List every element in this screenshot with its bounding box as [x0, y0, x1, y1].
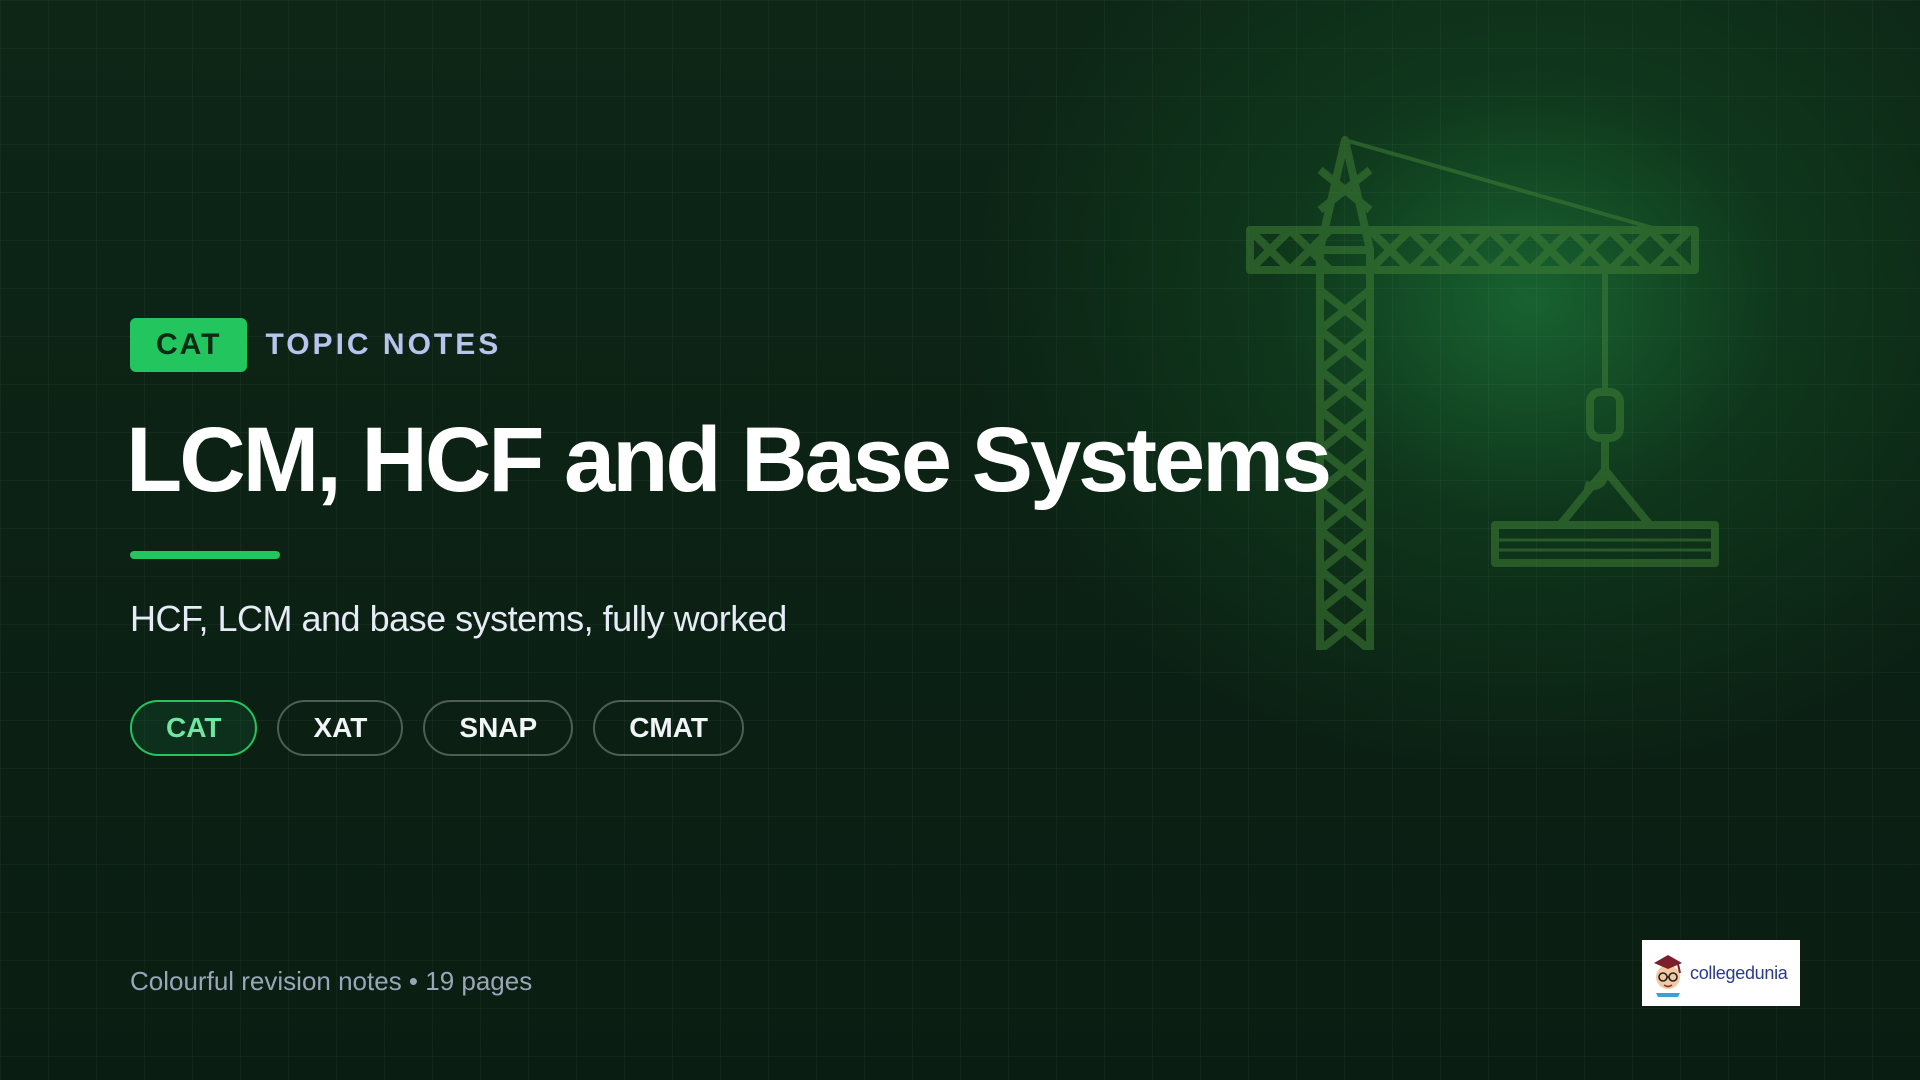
accent-divider	[130, 551, 280, 559]
page-title: LCM, HCF and Base Systems	[126, 409, 1332, 511]
collegedunia-logo[interactable]: collegedunia	[1642, 940, 1800, 1006]
logo-mascot-icon	[1654, 955, 1682, 997]
chip-xat[interactable]: XAT	[277, 700, 404, 756]
chip-snap[interactable]: SNAP	[423, 700, 574, 756]
chip-cmat[interactable]: CMAT	[593, 700, 744, 756]
logo-text: collegedunia	[1690, 962, 1788, 983]
footer-text: Colourful revision notes • 19 pages	[130, 966, 533, 996]
construction-crane-icon	[1246, 136, 1719, 650]
exam-chips: CAT XAT SNAP CMAT	[130, 700, 744, 756]
subtitle: HCF, LCM and base systems, fully worked	[130, 598, 787, 639]
chip-cat[interactable]: CAT	[130, 700, 258, 756]
eyebrow-label: TOPIC NOTES	[265, 328, 502, 361]
exam-badge: CAT	[130, 318, 248, 372]
eyebrow: CAT TOPIC NOTES	[130, 318, 501, 372]
